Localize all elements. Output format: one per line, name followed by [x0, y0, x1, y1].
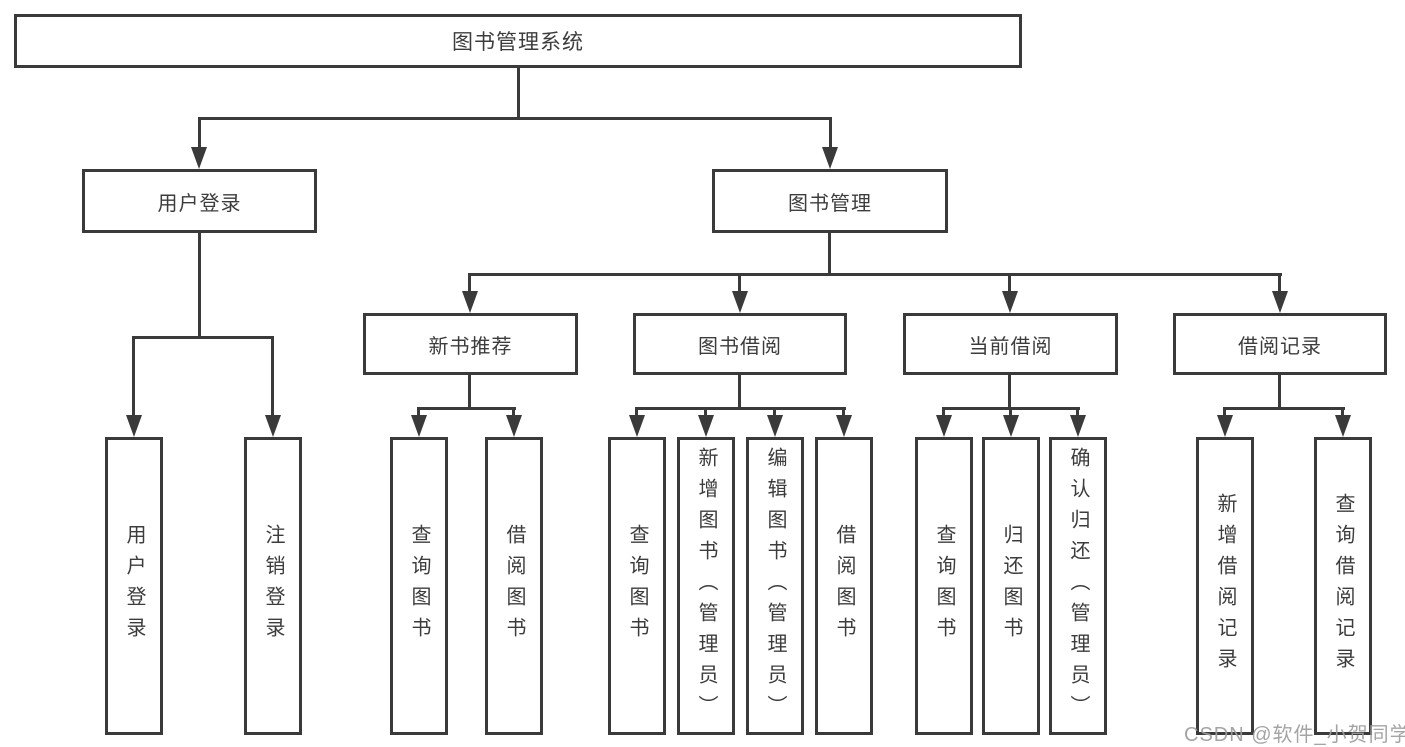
connector-line: [1223, 407, 1226, 419]
connector-line: [517, 66, 520, 117]
node-label: 当前借阅: [968, 335, 1053, 358]
connector-line: [773, 407, 776, 419]
arrowhead: [506, 415, 522, 437]
leaf-label: 用户登录: [123, 524, 145, 648]
connector-line: [512, 407, 515, 419]
node-label: 新书推荐: [428, 335, 513, 358]
arrowhead: [1335, 415, 1351, 437]
leaf-label: 归还图书: [1000, 524, 1022, 648]
node-book-borrowing: 图书借阅: [633, 313, 847, 375]
arrowhead: [1070, 415, 1086, 437]
connector-line: [1341, 407, 1344, 419]
arrowhead: [126, 415, 142, 437]
leaf-edit-books-admin: 编辑图书（管理员）: [746, 437, 804, 735]
node-library-management-system: 图书管理系统: [14, 14, 1022, 68]
leaf-return-books: 归还图书: [982, 437, 1040, 735]
arrowhead: [1217, 415, 1233, 437]
leaf-query-books-borrowing: 查询图书: [608, 437, 666, 735]
leaf-label: 注销登录: [262, 524, 284, 648]
arrowhead: [732, 291, 748, 313]
arrowhead: [629, 415, 645, 437]
leaf-confirm-return-admin: 确认归还（管理员）: [1049, 437, 1107, 735]
connector-line: [1278, 373, 1281, 409]
connector-line: [738, 373, 741, 409]
connector-line: [132, 336, 135, 417]
arrowhead: [1002, 291, 1018, 313]
arrowhead: [191, 147, 207, 169]
connector-line: [635, 407, 846, 410]
leaf-add-books-admin: 新增图书（管理员）: [677, 437, 735, 735]
leaf-label: 新增图书（管理员）: [695, 446, 717, 726]
connector-line: [417, 407, 420, 419]
leaf-label: 确认归还（管理员）: [1067, 446, 1089, 726]
node-label: 图书管理: [788, 192, 872, 215]
connector-line: [704, 407, 707, 419]
node-borrowing-records: 借阅记录: [1173, 313, 1387, 375]
node-current-borrowing: 当前借阅: [903, 313, 1118, 375]
connector-line: [198, 117, 832, 120]
connector-line: [1008, 273, 1011, 295]
connector-line: [198, 231, 201, 337]
arrowhead: [462, 291, 478, 313]
node-new-book-recommendation: 新书推荐: [363, 313, 578, 375]
connector-line: [468, 373, 471, 409]
arrowhead: [411, 415, 427, 437]
leaf-label: 查询图书: [626, 524, 648, 648]
leaf-query-borrow-record: 查询借阅记录: [1314, 437, 1372, 735]
connector-line: [1223, 407, 1345, 410]
watermark: CSDN @软件_小贺同学: [1184, 724, 1405, 746]
node-label: 图书借阅: [698, 335, 782, 358]
connector-line: [132, 336, 274, 339]
leaf-label: 编辑图书（管理员）: [764, 446, 786, 726]
connector-line: [1076, 407, 1079, 419]
leaf-add-borrow-record: 新增借阅记录: [1196, 437, 1254, 735]
node-label: 图书管理系统: [452, 31, 584, 54]
arrowhead: [265, 415, 281, 437]
connector-line: [468, 273, 1282, 276]
connector-line: [1009, 407, 1012, 419]
connector-line: [468, 273, 471, 295]
connector-line: [942, 407, 945, 419]
arrowhead: [822, 147, 838, 169]
connector-line: [271, 336, 274, 417]
arrowhead: [936, 415, 952, 437]
arrowhead: [1003, 415, 1019, 437]
node-label: 用户登录: [157, 192, 242, 215]
node-label: 借阅记录: [1238, 335, 1322, 358]
connector-line: [828, 231, 831, 275]
leaf-label: 新增借阅记录: [1214, 493, 1236, 679]
arrowhead: [698, 415, 714, 437]
connector-line: [1278, 273, 1281, 295]
node-user-login: 用户登录: [82, 169, 317, 233]
leaf-label: 借阅图书: [833, 524, 855, 648]
leaf-user-login: 用户登录: [105, 437, 163, 735]
arrowhead: [836, 415, 852, 437]
leaf-logout: 注销登录: [244, 437, 302, 735]
arrowhead: [767, 415, 783, 437]
arrowhead: [1272, 291, 1288, 313]
leaf-borrow-books-recommend: 借阅图书: [485, 437, 543, 735]
leaf-query-books-recommend: 查询图书: [390, 437, 448, 735]
leaf-label: 查询借阅记录: [1332, 493, 1354, 679]
leaf-label: 借阅图书: [503, 524, 525, 648]
connector-line: [842, 407, 845, 419]
leaf-borrow-books-borrowing: 借阅图书: [815, 437, 873, 735]
leaf-query-books-current: 查询图书: [915, 437, 973, 735]
connector-line: [417, 407, 516, 410]
connector-line: [829, 117, 832, 151]
connector-line: [635, 407, 638, 419]
connector-line: [1008, 373, 1011, 409]
node-book-management: 图书管理: [712, 169, 948, 233]
leaf-label: 查询图书: [933, 524, 955, 648]
connector-line: [198, 117, 201, 151]
leaf-label: 查询图书: [408, 524, 430, 648]
connector-line: [738, 273, 741, 295]
